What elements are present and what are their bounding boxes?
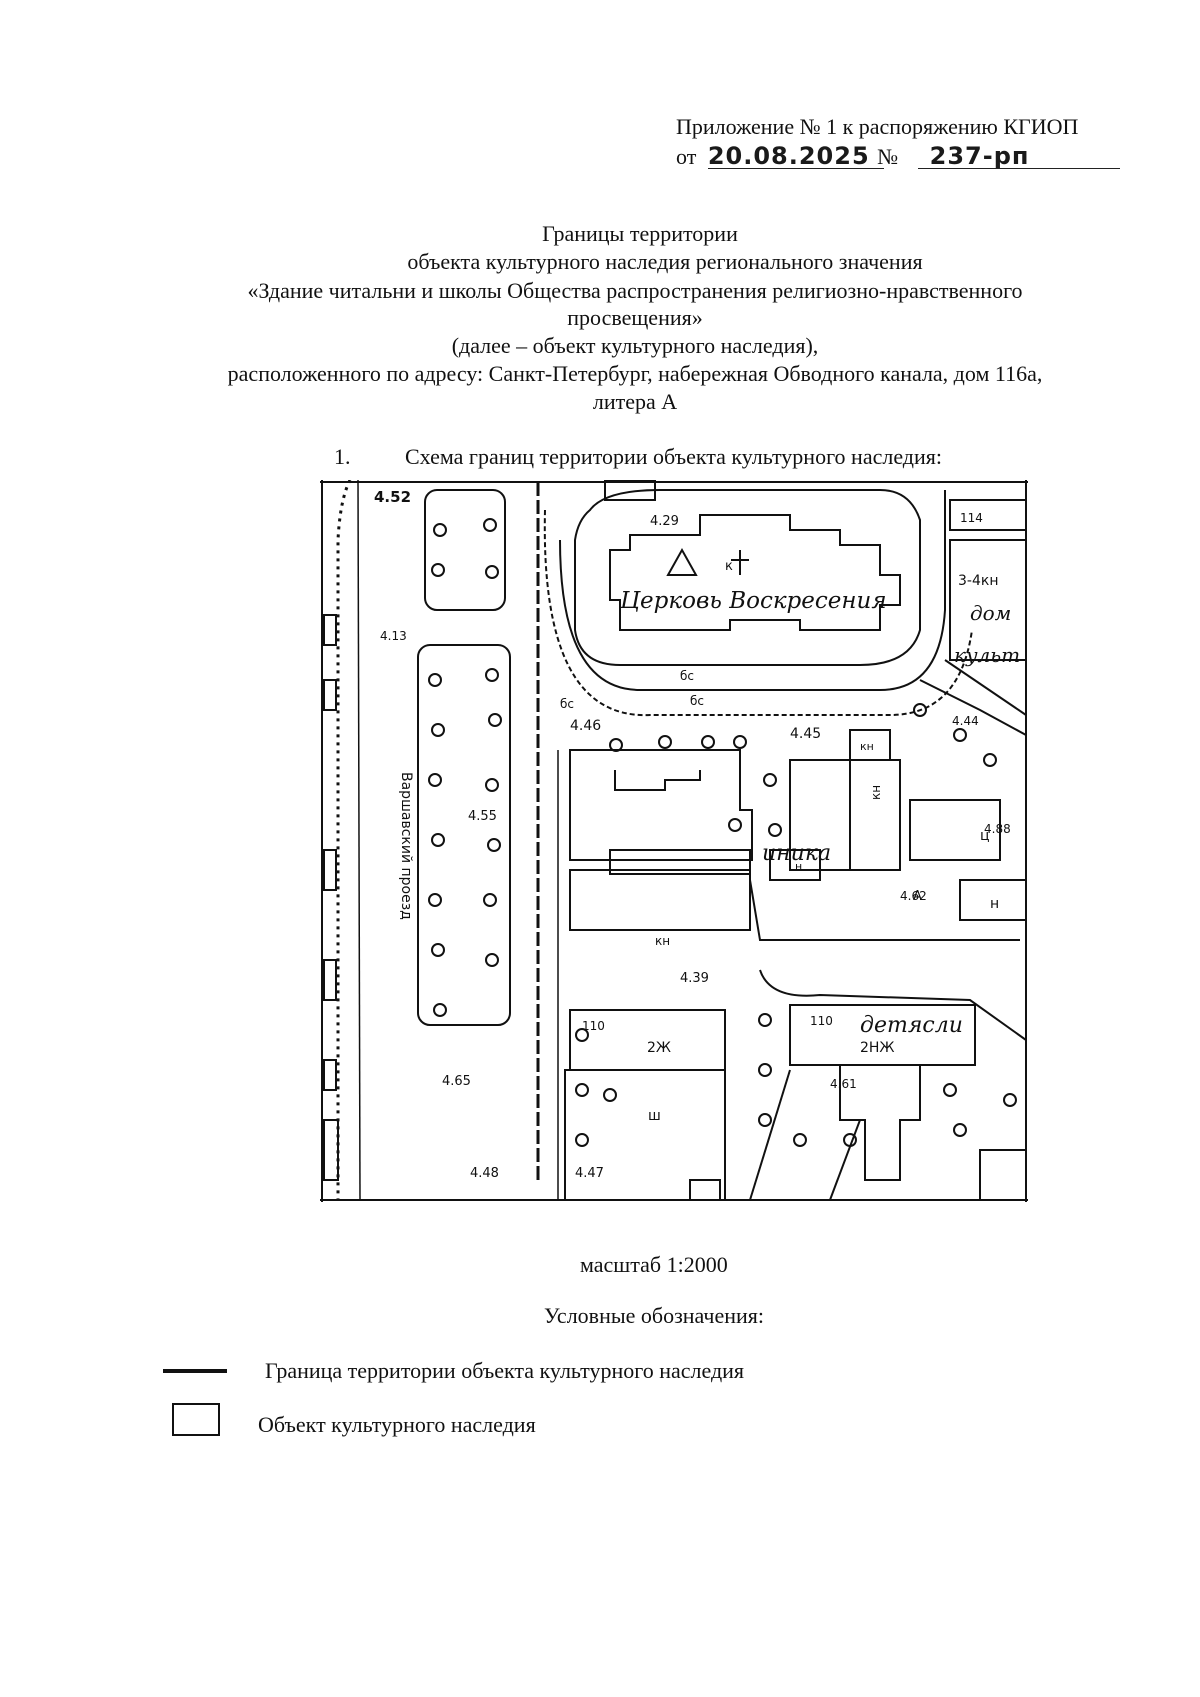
number-110-a: 110: [582, 1019, 605, 1033]
kn-label-2: кн: [860, 740, 874, 753]
elevation-7: 4.44: [952, 714, 979, 728]
nursery-label: детясли: [860, 1013, 963, 1038]
material-2zh: 2Ж: [647, 1040, 671, 1056]
k-label: к: [725, 559, 733, 574]
map-scale: масштаб 1:2000: [580, 1252, 728, 1277]
elevation-3: 4.29: [650, 514, 679, 529]
site-plan-svg: Церковь Воскресения дом культ иника детя…: [320, 480, 1028, 1202]
ts-label: ц: [980, 828, 990, 844]
title-line-2: объекта культурного наследия регионально…: [407, 249, 923, 274]
elevation-13: 4.48: [470, 1166, 499, 1181]
sh-label: ш: [648, 1108, 661, 1124]
date-prefix: от: [676, 144, 697, 169]
material-3-4kn: 3-4кн: [958, 573, 998, 589]
elevation-10: 4.39: [680, 971, 709, 986]
elevation-6: 4.55: [468, 809, 497, 824]
legend-object-swatch: [172, 1403, 220, 1436]
title-line-5: (далее – объект культурного наследия),: [451, 333, 819, 358]
elevation-1: 4.52: [374, 488, 411, 506]
number-114: 114: [960, 511, 983, 525]
bs-label-1: бс: [680, 669, 694, 683]
elevation-12: 4.61: [830, 1077, 857, 1091]
section-heading: Схема границ территории объекта культурн…: [405, 444, 943, 469]
kn-label: кн: [655, 934, 670, 948]
legend-title: Условные обозначения:: [544, 1303, 765, 1328]
n-label-1: н: [990, 896, 999, 912]
title-line-4: просвещения»: [567, 305, 703, 330]
number-110-b: 110: [810, 1014, 833, 1028]
bs-label-3: бс: [560, 697, 574, 711]
house-of-culture-label-1: дом: [970, 601, 1011, 625]
elevation-8: 4.88: [984, 822, 1011, 836]
annex-date: 20.08.2025: [707, 142, 870, 170]
legend-object-label: Объект культурного наследия: [258, 1412, 536, 1437]
elevation-9: 4.62: [900, 889, 927, 903]
annex-title: Приложение № 1 к распоряжению КГИОП: [676, 114, 1079, 139]
clinic-label: иника: [762, 841, 831, 866]
annex-number: 237-рп: [929, 142, 1030, 170]
kn-label-3: кн: [869, 785, 883, 800]
church-label: Церковь Воскресения: [619, 588, 887, 614]
site-plan-map: Церковь Воскресения дом культ иника детя…: [320, 480, 1028, 1202]
title-line-7: литера А: [592, 389, 678, 414]
house-of-culture-label-2: культ: [954, 643, 1020, 667]
elevation-2: 4.13: [380, 629, 407, 643]
legend-boundary-swatch: [163, 1369, 227, 1373]
title-line-1: Границы территории: [542, 221, 738, 246]
street-label: Варшавский проезд: [398, 772, 414, 920]
number-underline: [918, 168, 1120, 169]
annex-date-line: от 20.08.2025 № 237-рп: [676, 142, 1029, 170]
legend-boundary-label: Граница территории объекта культурного н…: [265, 1358, 745, 1383]
section-number: 1.: [334, 444, 351, 469]
a-label: А: [913, 889, 922, 904]
number-sign: №: [877, 144, 899, 169]
church-triangle-icon: [666, 547, 698, 576]
bs-label-2: бс: [690, 694, 704, 708]
elevation-14: 4.47: [575, 1166, 604, 1181]
elevation-4: 4.46: [570, 718, 601, 734]
material-2nzh: 2НЖ: [860, 1040, 895, 1056]
elevation-11: 4.65: [442, 1074, 471, 1089]
elevation-5: 4.45: [790, 726, 821, 742]
date-underline: [708, 168, 884, 169]
title-line-6: расположенного по адресу: Санкт-Петербур…: [227, 361, 1043, 386]
title-line-3: «Здание читальни и школы Общества распро…: [247, 278, 1023, 303]
n-label-2: н: [795, 860, 802, 873]
